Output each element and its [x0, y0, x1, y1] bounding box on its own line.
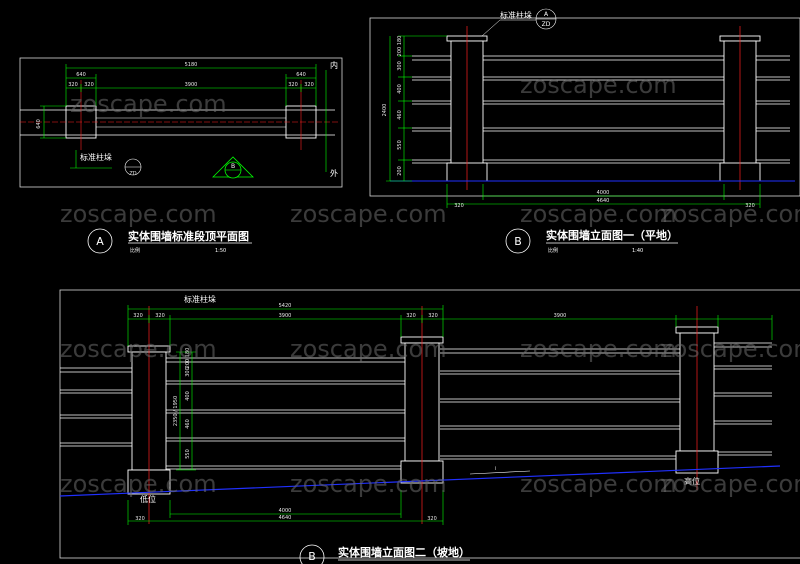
watermark: zoscape.com	[520, 200, 677, 228]
elev1-vert-total: 2400	[382, 104, 388, 117]
elev2-vert-dim: 400	[185, 391, 191, 401]
slope-mark: i	[495, 466, 496, 472]
elev2-vert-dim: 200 180	[185, 348, 191, 369]
elev2-top-left-1: 320	[133, 313, 143, 319]
plan-dim-top-left: 640	[76, 72, 86, 78]
plan-dim-left: 640	[36, 119, 42, 129]
elev2-bottom-right: 320	[427, 516, 437, 522]
elev1-vert-dim: 300	[397, 61, 403, 71]
watermark: zoscape.com	[660, 470, 800, 498]
elev2-top-span-1: 3900	[279, 313, 292, 319]
elev1-bottom-dims	[446, 184, 761, 208]
elev1-title-symbol	[505, 228, 531, 254]
plan-title-letter: A	[96, 235, 104, 248]
elev2-frame	[59, 289, 800, 559]
elev1-scale-value: 1:40	[632, 248, 643, 254]
plan-post-code: ZD	[129, 171, 136, 177]
elev2-top-span-2: 3900	[554, 313, 567, 319]
watermark: zoscape.com	[290, 335, 447, 363]
elev2-top-total: 5420	[279, 303, 292, 309]
elev1-bottom-left: 320	[454, 203, 464, 209]
plan-dim-top-right: 640	[296, 72, 306, 78]
plan-title: 实体围墙标准段顶平面图	[128, 229, 249, 243]
elev1-vert-dim: 200	[397, 166, 403, 176]
watermarks: zoscape.com zoscape.com zoscape.com zosc…	[60, 71, 800, 498]
plan-post-label: 标准柱垛	[80, 152, 112, 162]
elev2-top-mid-2: 320	[428, 313, 438, 319]
elevation-slope: 5420 320 320 3900 320 320 3900 标准柱垛 2350…	[59, 289, 800, 564]
elev1-bottom-right: 320	[745, 203, 755, 209]
watermark: zoscape.com	[520, 335, 677, 363]
plan-frame	[19, 57, 343, 188]
elev1-vert-dims	[386, 35, 447, 182]
watermark: zoscape.com	[660, 200, 800, 228]
plan-dim-2: 320	[84, 82, 94, 88]
elevation-flat: 2400 200 180 300 400 460 550 200 4000 46…	[369, 8, 800, 254]
elev2-bottom-left: 320	[135, 516, 145, 522]
plan-title-symbol	[87, 228, 113, 254]
elev1-post-code: ZD	[542, 21, 551, 28]
elev2-top-dims	[127, 305, 773, 471]
elev1-vert-dim: 460	[397, 110, 403, 120]
elev2-title: 实体围墙立面图二（坡地）	[338, 545, 470, 559]
elev2-top-left-2: 320	[155, 313, 165, 319]
elev2-rails	[60, 342, 772, 470]
elev1-post-letter: A	[544, 11, 549, 18]
watermark: zoscape.com	[60, 335, 217, 363]
elev2-top-mid-1: 320	[406, 313, 416, 319]
elev1-post-label: 标准柱垛	[500, 10, 532, 20]
elev2-bottom-inner: 4000	[279, 508, 292, 514]
elev2-bottom-dims	[127, 490, 444, 525]
elev2-vert-dim: 550	[185, 449, 191, 459]
elev2-low-label: 低位	[140, 494, 156, 504]
section-mark-b: B	[212, 156, 254, 179]
watermark: zoscape.com	[520, 470, 677, 498]
plan-view: 5180 640 640 320 320 3900 320 320 640 内 …	[19, 57, 343, 254]
plan-inside-label: 内	[330, 60, 338, 70]
plan-dim-1: 320	[68, 82, 78, 88]
elev1-title-letter: B	[514, 235, 522, 248]
watermark: zoscape.com	[290, 470, 447, 498]
watermark: zoscape.com	[60, 200, 217, 228]
elev2-title-letter: B	[308, 550, 316, 563]
slope-arrow	[469, 470, 531, 475]
elev1-vert-dim: 400	[397, 84, 403, 94]
elev2-high-label: 高位	[684, 476, 700, 486]
plan-scale-label: 比例	[130, 247, 140, 254]
elev2-bottom-total: 4640	[279, 515, 292, 521]
watermark: zoscape.com	[660, 335, 800, 363]
elev2-vert-total: 2350 / 1950	[173, 396, 179, 426]
elev1-vert-dim: 200 180	[397, 36, 403, 57]
plan-dim-5: 320	[304, 82, 314, 88]
plan-dim-total: 5180	[185, 62, 198, 68]
elev1-bottom-inner: 4000	[597, 190, 610, 196]
watermark: zoscape.com	[290, 200, 447, 228]
plan-dim-3: 3900	[185, 82, 198, 88]
plan-dim-4: 320	[288, 82, 298, 88]
elev2-post-label: 标准柱垛	[184, 294, 216, 304]
plan-scale-value: 1:50	[215, 248, 226, 254]
plan-outside-label: 外	[330, 168, 338, 178]
watermark: zoscape.com	[60, 470, 217, 498]
elev2-title-symbol	[299, 544, 325, 564]
elev2-vert-dim: 300	[185, 367, 191, 377]
elev2-vert-dim: 460	[185, 419, 191, 429]
elev1-vert-dim: 550	[397, 140, 403, 150]
elev1-bottom-total: 4640	[597, 198, 610, 204]
watermark: zoscape.com	[70, 90, 227, 118]
elev1-title: 实体围墙立面图一（平地）	[546, 228, 678, 242]
watermark: zoscape.com	[520, 71, 677, 99]
section-mark-letter: B	[231, 163, 235, 170]
plan-dimensions	[40, 64, 327, 172]
elev2-sloped-ground	[59, 465, 781, 497]
elev1-scale-label: 比例	[548, 247, 558, 254]
